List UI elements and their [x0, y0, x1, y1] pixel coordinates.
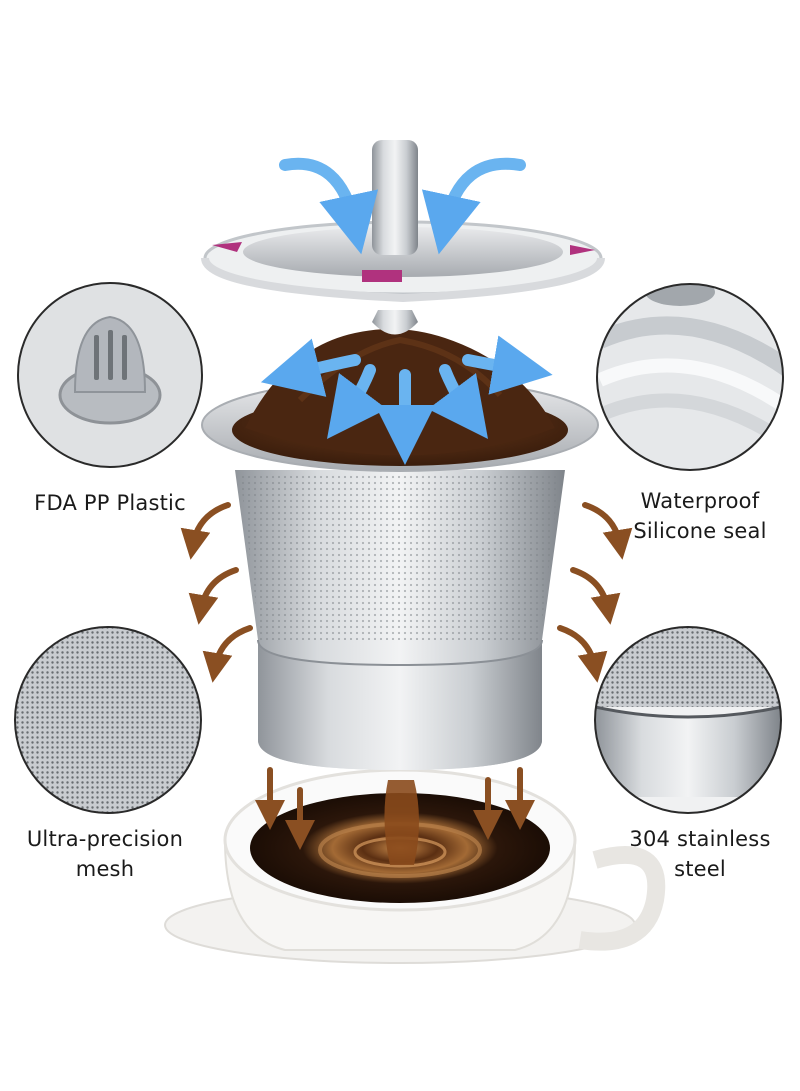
- coffee-stream: [384, 780, 419, 865]
- label-ultra-precision-mesh: Ultra-precision mesh: [26, 827, 184, 881]
- detail-pp-plastic: [17, 282, 203, 468]
- detail-stainless-steel: [594, 626, 782, 814]
- label-stainless-steel: 304 stainless steel: [629, 827, 771, 881]
- water-flow-arrows: [260, 157, 553, 465]
- filter-lid: [201, 140, 605, 335]
- label-fda-pp-plastic: FDA PP Plastic: [34, 491, 186, 515]
- coffee-flow-arrows: [180, 502, 633, 850]
- label-silicone-seal: Waterproof Silicone seal: [633, 489, 767, 543]
- detail-mesh: [14, 626, 202, 814]
- detail-silicone-seal: [596, 283, 784, 471]
